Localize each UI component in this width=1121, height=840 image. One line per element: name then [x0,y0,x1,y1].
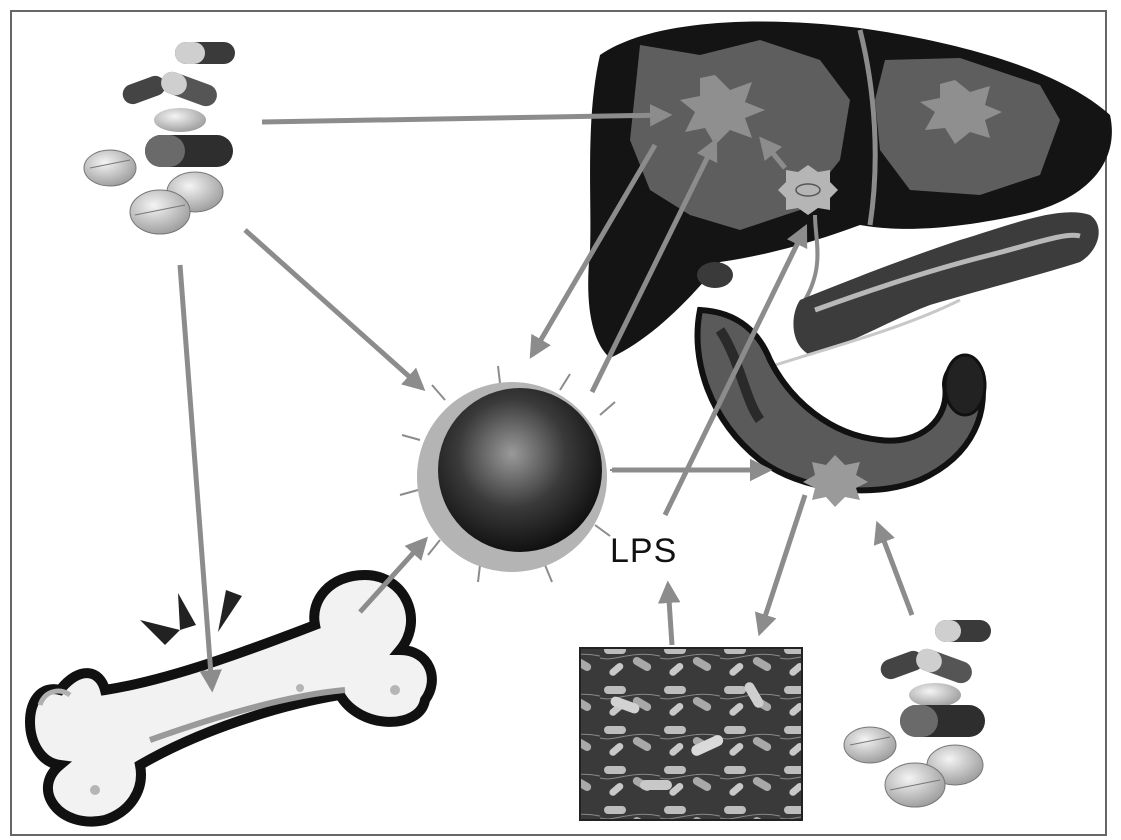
pills-icon [844,620,991,807]
arrow-bacteria-to-lps [668,585,672,645]
bone-icon [30,575,432,822]
immune-cell-icon [400,366,628,582]
pills-icon [84,42,235,234]
arrow-pills-to-stomach [878,525,912,615]
arrow-pills-to-cell [245,230,422,388]
lps-label: LPS [610,532,710,571]
bacteria-micrograph [580,648,802,820]
arrow-stomach-to-bacteria [760,495,805,632]
